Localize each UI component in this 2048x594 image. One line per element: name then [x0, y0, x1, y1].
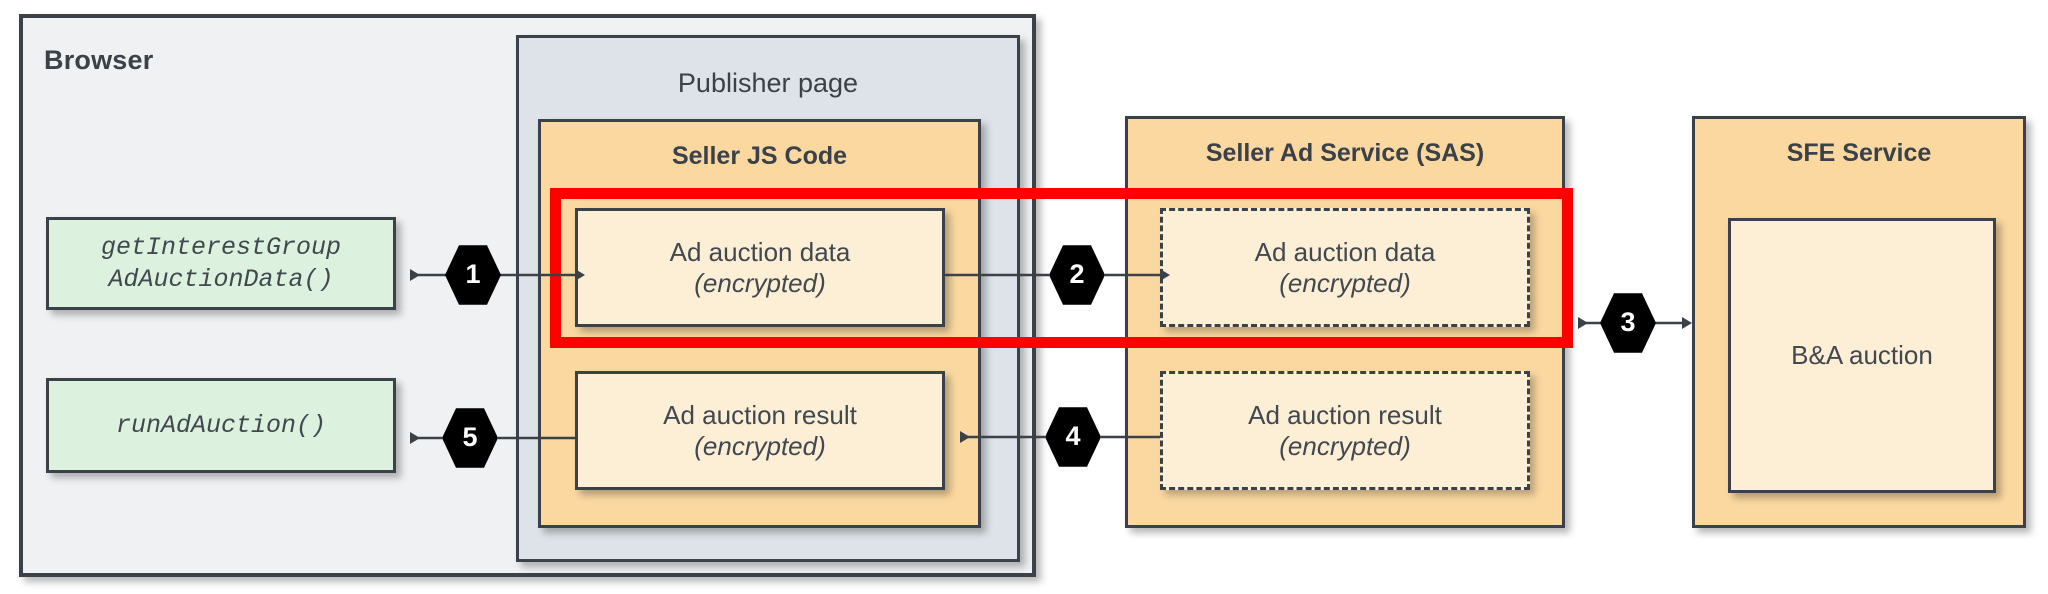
get-interest-group-ad-auction-data-label: getInterestGroup AdAuctionData()	[100, 233, 342, 294]
run-ad-auction-label: runAdAuction()	[115, 410, 327, 440]
seller-ad-service-title: Seller Ad Service (SAS)	[1205, 139, 1485, 167]
sas-ad-auction-data-subtitle: (encrypted)	[1279, 267, 1411, 298]
step-badge-3: 3	[1600, 293, 1656, 353]
ba-auction-box: B&A auction	[1728, 218, 1996, 493]
step-badge-1: 1	[445, 245, 501, 305]
step-badge-2: 2	[1049, 245, 1105, 305]
get-interest-group-ad-auction-data-box: getInterestGroup AdAuctionData()	[46, 217, 396, 310]
sas-ad-auction-data-box: Ad auction data (encrypted)	[1160, 208, 1530, 327]
js-ad-auction-data-box: Ad auction data (encrypted)	[575, 208, 945, 327]
js-ad-auction-result-subtitle: (encrypted)	[694, 430, 826, 461]
step-badge-5: 5	[442, 408, 498, 468]
sas-ad-auction-result-subtitle: (encrypted)	[1279, 430, 1411, 461]
js-ad-auction-data-title: Ad auction data	[669, 236, 851, 267]
step-badge-3-label: 3	[1620, 306, 1636, 337]
sfe-service-title: SFE Service	[1786, 139, 1932, 167]
step-badge-4: 4	[1045, 407, 1101, 467]
browser-title: Browser	[44, 45, 154, 75]
step-badge-1-label: 1	[465, 258, 481, 289]
step-badge-4-label: 4	[1065, 420, 1081, 451]
sas-ad-auction-data-title: Ad auction data	[1254, 236, 1436, 267]
js-ad-auction-result-title: Ad auction result	[663, 399, 857, 430]
sas-ad-auction-result-title: Ad auction result	[1248, 399, 1442, 430]
run-ad-auction-box: runAdAuction()	[46, 378, 396, 473]
step-badge-2-label: 2	[1069, 258, 1085, 289]
js-ad-auction-data-subtitle: (encrypted)	[694, 267, 826, 298]
seller-js-code-title: Seller JS Code	[671, 142, 848, 170]
step-badge-5-label: 5	[462, 421, 478, 452]
publisher-page-title: Publisher page	[677, 68, 859, 98]
ba-auction-label: B&A auction	[1791, 340, 1933, 370]
js-ad-auction-result-box: Ad auction result (encrypted)	[575, 371, 945, 490]
sas-ad-auction-result-box: Ad auction result (encrypted)	[1160, 371, 1530, 490]
